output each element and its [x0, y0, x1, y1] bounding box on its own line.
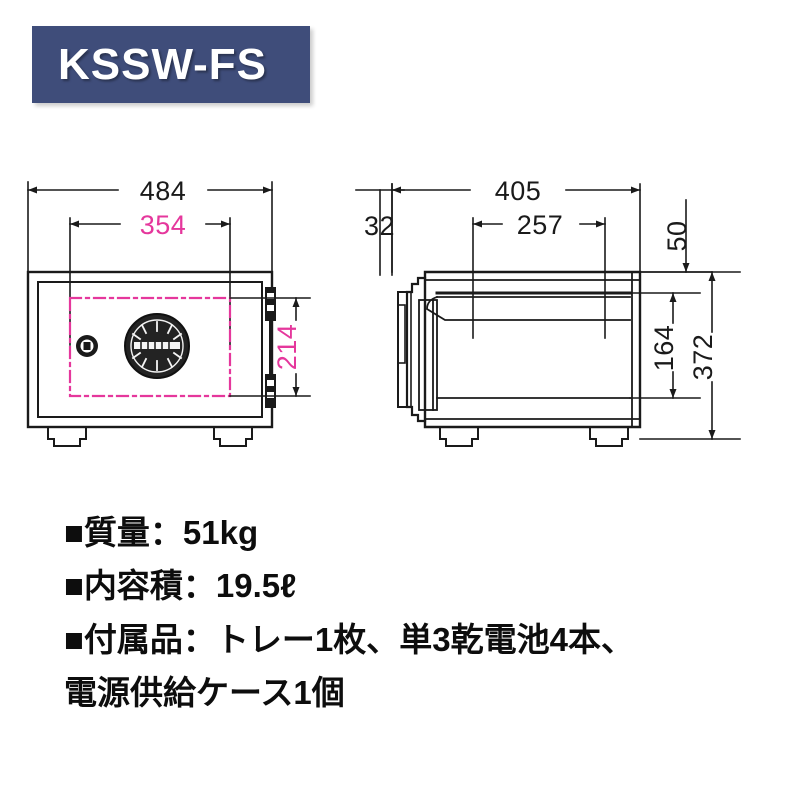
dim-label-405: 405 [495, 176, 542, 206]
door-inner-frame [418, 299, 438, 411]
door-panel [397, 276, 427, 423]
drawing-canvas: 484 354 214 32 405 257 50 164 372 [26, 176, 741, 447]
side-feet [439, 426, 629, 447]
spec-line-volume: ■内容積：19.5ℓ [64, 567, 297, 605]
spec-line-weight: ■質量：51kg [64, 514, 259, 551]
dim-label-214: 214 [272, 324, 302, 371]
dim-164 [629, 292, 701, 399]
spec-line-accessories-2: 電源供給ケース1個 [64, 674, 345, 712]
dim-label-354: 354 [140, 210, 187, 240]
dim-label-484: 484 [140, 176, 187, 206]
shelf-tray [426, 291, 632, 321]
side-view-group [355, 183, 741, 447]
front-feet [47, 426, 253, 447]
dim-label-32: 32 [364, 211, 395, 241]
specifications-list: ■質量：51kg ■内容積：19.5ℓ ■付属品：トレー1枚、単3乾電池4本、 … [64, 506, 784, 720]
dim-214 [229, 297, 311, 397]
dim-372 [639, 271, 741, 440]
dim-label-164: 164 [649, 325, 679, 372]
key-cylinder-icon [76, 335, 98, 357]
dim-label-257: 257 [517, 210, 564, 240]
technical-drawing: 484 354 214 32 405 257 50 164 372 [0, 160, 800, 480]
dim-label-50: 50 [662, 220, 692, 251]
hinge-group [265, 287, 276, 408]
spec-line-accessories-1: ■付属品：トレー1枚、単3乾電池4本、 [64, 620, 634, 658]
dim-label-372: 372 [688, 334, 718, 381]
model-code-label: KSSW-FS [58, 39, 267, 89]
inner-compartment-outline [68, 296, 232, 398]
model-code-badge: KSSW-FS [32, 26, 310, 103]
combination-dial-icon [124, 313, 190, 379]
dim-257 [472, 217, 606, 339]
front-view-group [26, 181, 311, 447]
dim-405 [391, 183, 641, 321]
